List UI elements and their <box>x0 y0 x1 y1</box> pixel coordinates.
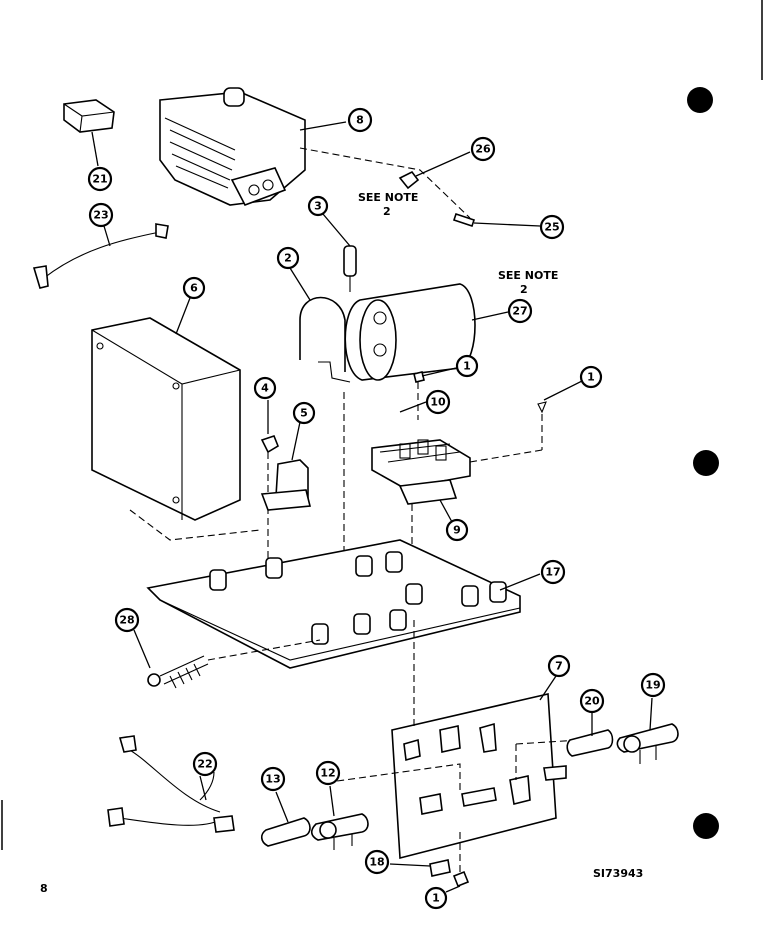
see-note-label: SEE NOTE <box>358 191 418 204</box>
svg-text:1: 1 <box>432 892 440 905</box>
part-1-screw-right <box>469 379 585 463</box>
part-4-screw <box>260 400 279 560</box>
svg-text:1: 1 <box>463 360 471 373</box>
binder-hole-mark <box>687 87 713 113</box>
callout-25: 25 <box>539 214 565 240</box>
svg-text:25: 25 <box>544 221 559 234</box>
part-5-relay <box>260 392 345 560</box>
callout-7: 7 <box>547 654 571 678</box>
callout-12: 12 <box>315 760 341 786</box>
callout-4: 4 <box>253 376 277 400</box>
svg-text:26: 26 <box>475 143 491 156</box>
callout-19: 19 <box>640 672 666 698</box>
callout-5: 5 <box>292 401 316 425</box>
callout-8: 8 <box>347 107 373 133</box>
svg-text:27: 27 <box>512 305 527 318</box>
svg-text:23: 23 <box>93 209 108 222</box>
callout-10: 10 <box>425 389 451 415</box>
part-23-wire-lead <box>32 223 169 289</box>
part-26-25-cutout <box>299 147 541 228</box>
part-18-clip <box>389 832 470 893</box>
svg-text:28: 28 <box>119 614 134 627</box>
callout-27: 27 <box>507 298 533 324</box>
svg-text:12: 12 <box>320 767 335 780</box>
part-3-diode: SEE NOTE 2 <box>322 191 418 292</box>
svg-text:6: 6 <box>190 282 198 295</box>
binder-hole-mark <box>693 450 719 476</box>
svg-text:7: 7 <box>555 660 563 673</box>
part-10-9-terminal-block <box>371 401 471 560</box>
part-2-capacitor-clamp <box>289 267 351 383</box>
svg-text:3: 3 <box>314 200 322 213</box>
callout-6: 6 <box>182 276 206 300</box>
callout-2: 2 <box>276 246 300 270</box>
callout-9: 9 <box>445 518 469 542</box>
page-number: 8 <box>40 882 48 895</box>
callout-1-right: 1 <box>579 365 603 389</box>
part-28-long-screw <box>133 629 321 689</box>
callout-21: 21 <box>87 166 113 192</box>
binder-hole-mark <box>693 813 719 839</box>
svg-text:9: 9 <box>453 524 461 537</box>
see-note-number: 2 <box>520 283 528 296</box>
svg-text:5: 5 <box>300 407 308 420</box>
part-22-harness <box>107 735 235 833</box>
callout-26: 26 <box>470 136 496 162</box>
part-8-magnetron <box>159 87 347 206</box>
drawing-id: SI73943 <box>593 867 643 880</box>
callout-13: 13 <box>260 766 286 792</box>
svg-text:20: 20 <box>584 695 600 708</box>
svg-text:8: 8 <box>356 114 364 127</box>
page-edge-marks <box>1 0 763 850</box>
part-27-capacitor: SEE NOTE 2 <box>344 269 558 381</box>
callout-23: 23 <box>88 202 114 228</box>
svg-text:4: 4 <box>261 382 269 395</box>
part-1-screw <box>413 367 457 420</box>
svg-text:21: 21 <box>92 173 107 186</box>
svg-text:17: 17 <box>545 566 560 579</box>
part-6-transformer <box>91 297 261 541</box>
part-7-control-board <box>329 620 581 860</box>
see-note-label: SEE NOTE <box>498 269 558 282</box>
svg-text:19: 19 <box>645 679 660 692</box>
see-note-number: 2 <box>383 205 391 218</box>
callout-1-bottom: 1 <box>424 886 448 910</box>
svg-text:2: 2 <box>284 252 292 265</box>
part-21-connector <box>63 99 115 167</box>
svg-text:1: 1 <box>587 371 595 384</box>
svg-text:10: 10 <box>430 396 446 409</box>
callout-28: 28 <box>114 607 140 633</box>
callout-3: 3 <box>307 195 329 217</box>
part-13-12-lamp <box>260 785 369 850</box>
svg-text:13: 13 <box>265 773 280 786</box>
svg-text:22: 22 <box>197 758 212 771</box>
callout-18: 18 <box>364 849 390 875</box>
callout-17: 17 <box>540 559 566 585</box>
callout-1-upper: 1 <box>455 354 479 378</box>
callout-22: 22 <box>192 751 218 777</box>
callout-20: 20 <box>579 688 605 714</box>
part-20-19-lamp <box>566 697 679 764</box>
part-17-base-plate <box>146 539 541 669</box>
svg-text:18: 18 <box>369 856 384 869</box>
